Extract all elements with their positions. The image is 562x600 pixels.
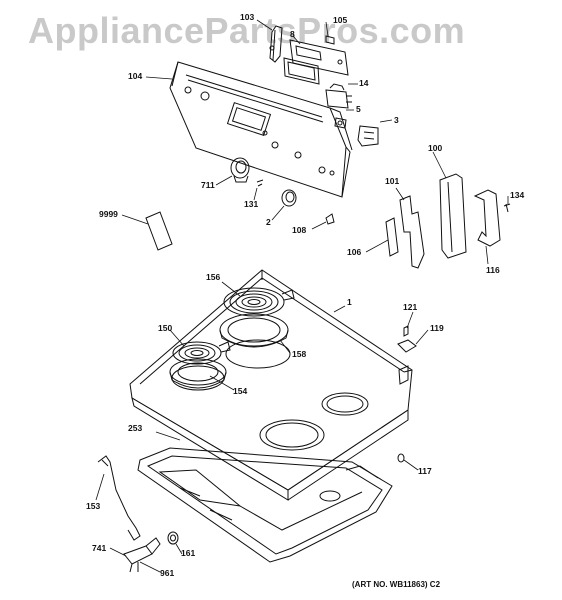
callout-119: 119	[430, 323, 444, 333]
callout-104: 104	[128, 71, 143, 81]
callout-253: 253	[128, 423, 143, 433]
burner-box	[138, 448, 392, 562]
callout-156: 156	[206, 272, 221, 282]
callout-161: 161	[181, 548, 196, 558]
bracket-103	[270, 26, 282, 62]
switches	[326, 84, 378, 146]
callout-158: 158	[292, 349, 307, 359]
control-panel	[170, 62, 352, 197]
callout-121: 121	[403, 302, 418, 312]
callout-2: 2	[266, 217, 271, 227]
callout-961: 961	[160, 568, 175, 578]
callout-101: 101	[385, 176, 400, 186]
callout-116: 116	[486, 265, 500, 275]
callout-108: 108	[292, 225, 307, 235]
callout-105: 105	[333, 15, 348, 25]
callout-106: 106	[347, 247, 362, 257]
art-number: (ART NO. WB11863) C2	[352, 580, 441, 589]
callout-14: 14	[359, 78, 369, 88]
callout-154: 154	[233, 386, 248, 396]
callout-131: 131	[244, 199, 259, 209]
leader-lines	[96, 20, 508, 572]
cooktop	[130, 270, 412, 500]
watermark-text: AppliancePartsPros.com	[28, 10, 466, 51]
callout-5: 5	[356, 104, 361, 114]
callout-741: 741	[92, 543, 107, 553]
callout-100: 100	[428, 143, 443, 153]
bracket-119	[398, 326, 416, 384]
card-9999	[146, 212, 172, 250]
callout-1: 1	[347, 297, 352, 307]
callout-711: 711	[201, 180, 215, 190]
small-parts-lower	[98, 454, 404, 572]
burners	[170, 288, 294, 388]
side-trims	[386, 174, 510, 268]
callout-134: 134	[510, 190, 525, 200]
callout-9999: 9999	[99, 209, 118, 219]
callout-150: 150	[158, 323, 173, 333]
callout-8: 8	[290, 29, 295, 39]
clock-timer	[284, 36, 348, 84]
callout-153: 153	[86, 501, 101, 511]
callout-117: 117	[418, 466, 432, 476]
knobs	[231, 158, 334, 224]
callout-3: 3	[394, 115, 399, 125]
callout-103: 103	[240, 12, 255, 22]
